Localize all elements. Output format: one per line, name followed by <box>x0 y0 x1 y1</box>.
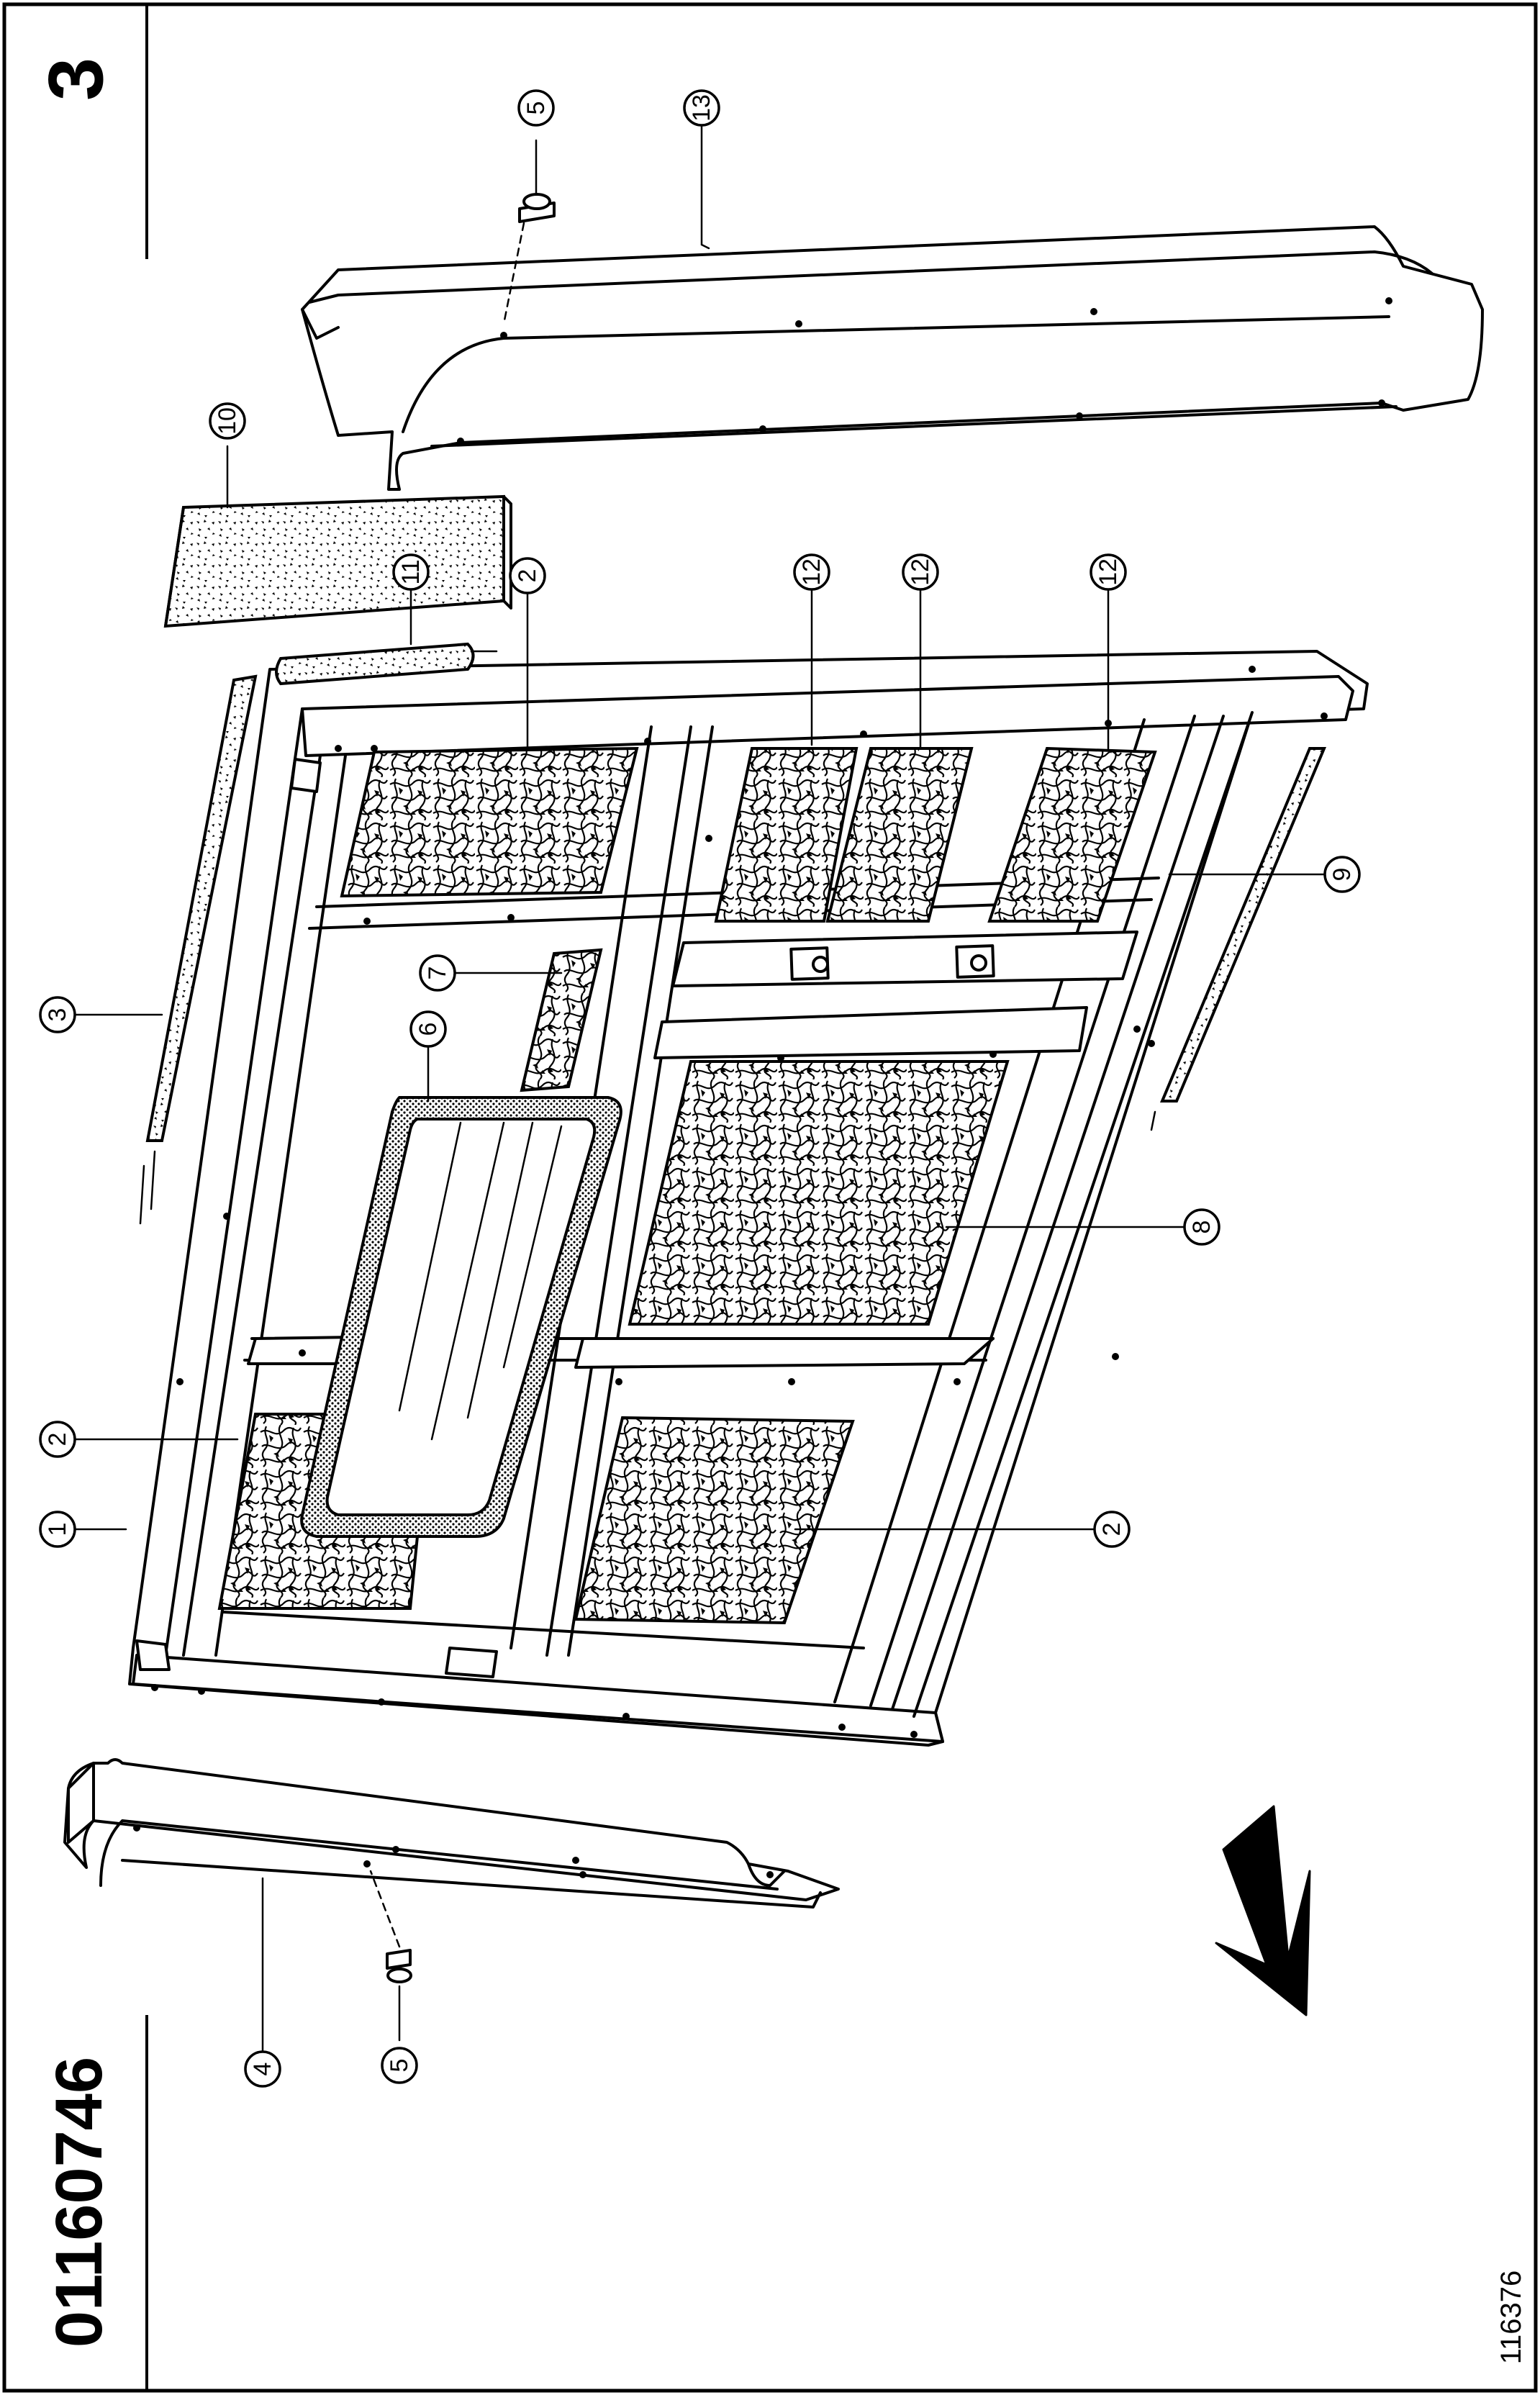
callout-circle <box>419 954 456 992</box>
callout-circle <box>392 553 430 591</box>
part-4-bottom-cover <box>63 1758 840 1909</box>
callout-label: 8 <box>1188 1221 1215 1234</box>
callout-label: 9 <box>1328 868 1356 882</box>
callout-c13: 13 <box>683 89 720 127</box>
part-9-seal-strip <box>1150 747 1327 1131</box>
part-12-insulation-right <box>987 746 1157 923</box>
part-number: 01160746 <box>42 2057 116 2348</box>
part-12-insulation-middle <box>825 747 974 923</box>
callout-circle <box>39 1511 76 1548</box>
callout-c5b: 5 <box>381 2047 418 2084</box>
part-13-top-cover <box>301 225 1484 491</box>
callout-c4: 4 <box>244 2050 281 2088</box>
callout-c8: 8 <box>1183 1208 1220 1246</box>
callout-circle <box>39 1421 76 1458</box>
callout-circle <box>209 402 246 440</box>
callout-circle <box>381 2047 418 2084</box>
callout-label: 2 <box>44 1433 71 1446</box>
callout-label: 7 <box>424 966 451 980</box>
part-11-seal-strip <box>275 642 498 686</box>
part-7-insulation-strip <box>520 948 603 1092</box>
callout-label: 11 <box>397 559 425 584</box>
callout-circle <box>244 2050 281 2088</box>
part-2-insulation-lower-right <box>574 1416 855 1625</box>
callout-label: 5 <box>522 101 550 115</box>
callout-circle <box>409 1010 447 1048</box>
callout-c2b: 2 <box>509 557 546 594</box>
callout-label: 12 <box>907 558 934 586</box>
part-2-insulation-upper <box>340 746 639 898</box>
callout-label: 13 <box>688 94 715 122</box>
callout-circle <box>1090 553 1127 591</box>
part-6-window-gasket <box>300 1096 622 1538</box>
callout-label: 10 <box>214 407 241 435</box>
callout-c10: 10 <box>209 402 246 440</box>
illustration-code: 116376 <box>1495 2271 1527 2365</box>
direction-arrow-icon <box>1215 1805 1311 2016</box>
part-3-seal-strip <box>139 674 258 1225</box>
callout-label: 1 <box>44 1523 71 1536</box>
callout-circle <box>39 996 76 1033</box>
callout-circle <box>1093 1511 1131 1548</box>
callout-c6: 6 <box>409 1010 447 1048</box>
callout-c2a: 2 <box>39 1421 76 1458</box>
callout-label: 12 <box>798 558 825 586</box>
part-8-insulation-center <box>628 1060 1010 1326</box>
callout-circle <box>517 89 555 127</box>
callout-c11: 11 <box>392 553 430 591</box>
callout-label: 2 <box>1098 1523 1125 1536</box>
callout-label: 12 <box>1095 558 1122 586</box>
callout-circle <box>793 553 830 591</box>
sheet-number: 3 <box>32 58 119 101</box>
part-10-insulation-block <box>163 494 512 628</box>
callout-c7: 7 <box>419 954 456 992</box>
callout-circle <box>902 553 939 591</box>
callout-c2c: 2 <box>1093 1511 1131 1548</box>
callout-circle <box>509 557 546 594</box>
callout-c1: 1 <box>39 1511 76 1548</box>
part-5-screw-top <box>502 193 556 325</box>
callout-c3: 3 <box>39 996 76 1033</box>
leader-lines <box>74 107 1326 2056</box>
callout-label: 3 <box>44 1008 71 1022</box>
callout-c5a: 5 <box>517 89 555 127</box>
callout-label: 4 <box>249 2063 276 2076</box>
callout-c9: 9 <box>1323 856 1361 893</box>
callout-circle <box>1183 1208 1220 1246</box>
part-12-insulation-left <box>714 747 859 923</box>
callout-circle <box>1323 856 1361 893</box>
callout-circle <box>683 89 720 127</box>
part-5-screw-bottom <box>369 1870 412 1983</box>
callout-c12b: 12 <box>902 553 939 591</box>
callout-c12c: 12 <box>1090 553 1127 591</box>
callout-label: 6 <box>415 1023 442 1036</box>
callout-label: 2 <box>514 569 541 583</box>
callout-label: 5 <box>386 2059 413 2073</box>
callout-c12a: 12 <box>793 553 830 591</box>
